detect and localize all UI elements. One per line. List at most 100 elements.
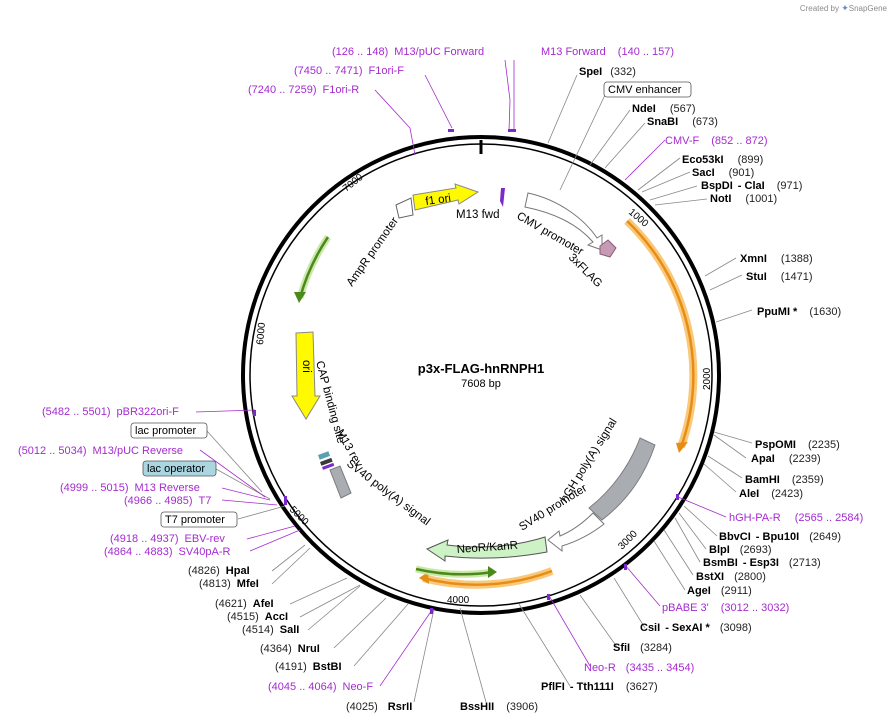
lac-promoter-box xyxy=(130,422,208,439)
m13-fwd-arrow xyxy=(500,188,505,207)
site-bstbi: (4191)BstBI xyxy=(275,661,342,673)
site-cmv-f: CMV-F(852 .. 872) xyxy=(665,135,768,147)
arrow-head-neo xyxy=(419,572,429,584)
site-sv40pa-r: (4864 .. 4883)SV40pA-R xyxy=(104,546,231,558)
site-hgh-pa-r: hGH-PA-R(2565 .. 2584) xyxy=(729,512,863,524)
site-snabi: SnaBI(673) xyxy=(647,116,718,128)
sv40-promoter-arrow xyxy=(547,512,605,553)
label-lac-operator: lac operator xyxy=(147,463,205,475)
site-acci: (4515)AccI xyxy=(227,611,288,623)
site-neo-r: Neo-R(3435 .. 3454) xyxy=(584,662,694,674)
label-neor-kanr: NeoR/KanR xyxy=(456,540,518,556)
label-m13-fwd: M13 fwd xyxy=(456,209,499,221)
site-rsrii: (4025)RsrII xyxy=(346,701,412,713)
label-3xflag: 3xFLAG xyxy=(566,252,604,290)
primer-mark-pbr322 xyxy=(253,410,256,416)
site-alei: AleI(2423) xyxy=(739,488,803,500)
site-m13-reverse: (4999 .. 5015)M13 Reverse xyxy=(60,482,200,494)
tick-7000: 7000 xyxy=(341,172,366,195)
feature-arc-orange xyxy=(626,220,695,448)
m13-rev-mark xyxy=(321,462,335,470)
primer-mark-m13 xyxy=(508,129,516,132)
site-eco53ki: Eco53kI(899) xyxy=(682,154,763,166)
label-t7-promoter: T7 promoter xyxy=(165,514,225,526)
primer-mark-neor xyxy=(547,594,550,600)
credit-brand: SnapGene xyxy=(848,4,887,13)
tick-3000: 3000 xyxy=(616,528,640,552)
site-stui: StuI(1471) xyxy=(746,271,813,283)
label-ori: ori xyxy=(300,360,312,373)
site-afei: (4621)AfeI xyxy=(215,598,274,610)
primer-mark-neof xyxy=(430,608,433,614)
site-bsshii: BssHII(3906) xyxy=(460,701,538,713)
lac-operator-mark xyxy=(318,451,331,460)
feature-arc-neo xyxy=(422,569,553,586)
f1-ori-arrow xyxy=(412,183,480,211)
cmv-enhancer-box xyxy=(603,81,692,98)
site-spei: SpeI(332) xyxy=(579,66,636,78)
credit-text: Created by xyxy=(799,4,839,13)
primer-mark-pbabe xyxy=(624,564,627,570)
site-bbvci-bpu10i: BbvCI- Bpu10I(2649) xyxy=(719,531,841,543)
site-hpai: (4826)HpaI xyxy=(188,565,250,577)
site-bsmbi-esp3i: BsmBI- Esp3I(2713) xyxy=(703,557,821,569)
feature-arc-green xyxy=(415,567,494,576)
site-ndei: NdeI(567) xyxy=(632,103,696,115)
label-lac-promoter: lac promoter xyxy=(135,425,196,437)
primer-mark-f1ori xyxy=(448,129,454,132)
site-blpi: BlpI(2693) xyxy=(709,544,772,556)
arrow-head-green xyxy=(488,566,497,578)
site-apai: ApaI(2239) xyxy=(751,453,821,465)
site-saci: SacI(901) xyxy=(692,167,754,179)
site-m13-forward: M13 Forward(140 .. 157) xyxy=(541,46,674,58)
site-mfei: (4813)MfeI xyxy=(199,578,259,590)
primer-mark-hgh xyxy=(676,494,679,500)
primer-mark-m13rev xyxy=(284,496,287,505)
site-bstxi: BstXI(2800) xyxy=(696,571,766,583)
tick-6000: 6000 xyxy=(255,322,268,346)
small-feature-box xyxy=(395,197,414,219)
ori-arrow xyxy=(291,331,321,420)
site-bamhi: BamHI(2359) xyxy=(745,474,824,486)
label-f1-ori: f1 ori xyxy=(425,193,452,208)
site-pflfi-tth111i: PflFI- Tth111I(3627) xyxy=(541,681,658,693)
site-neo-f: (4045 .. 4064)Neo-F xyxy=(268,681,373,693)
site-csii-sexai: CsiI- SexAI *(3098) xyxy=(640,622,752,634)
neor-kanr-arrow xyxy=(425,536,548,562)
backbone-outer xyxy=(241,135,721,615)
site-m13puc-forward: (126 .. 148)M13/pUC Forward xyxy=(332,46,484,58)
tick-2000: 2000 xyxy=(702,367,713,390)
cap-site-mark xyxy=(320,457,333,466)
plasmid-name: p3x-FLAG-hnRNPH1 xyxy=(418,361,544,376)
site-xmni: XmnI(1388) xyxy=(740,253,813,265)
site-bspdi-clai: BspDI- ClaI(971) xyxy=(701,180,802,192)
lac-operator-box xyxy=(142,460,217,477)
hgh-polya-bar xyxy=(588,437,656,521)
site-sfii: SfiI(3284) xyxy=(613,642,672,654)
label-ampr-promoter: AmpR promoter xyxy=(345,215,401,289)
snapgene-credit: Created by ✦SnapGene xyxy=(800,3,887,14)
site-pbabe3: pBABE 3'(3012 .. 3032) xyxy=(662,602,789,614)
site-pspomi: PspOMI(2235) xyxy=(755,439,840,451)
label-sv40-polya: SV40 poly(A) signal xyxy=(344,458,432,528)
feature-arc-orange-highlight xyxy=(624,218,698,449)
site-ppumi: PpuMI *(1630) xyxy=(757,306,841,318)
t7-promoter-box xyxy=(160,511,238,528)
site-f1ori-f: (7450 .. 7471)F1ori-F xyxy=(294,65,404,77)
site-t7: (4966 .. 4985)T7 xyxy=(124,495,211,507)
site-f1ori-r: (7240 .. 7259)F1ori-R xyxy=(248,84,359,96)
snapgene-logo-icon: ✦ xyxy=(841,3,849,13)
arrow-head-ampr xyxy=(294,292,306,303)
site-m13puc-reverse: (5012 .. 5034)M13/pUC Reverse xyxy=(18,445,183,457)
label-cmv-enhancer: CMV enhancer xyxy=(608,84,682,96)
feature-arc-ampr-highlight xyxy=(296,235,331,299)
plasmid-length: 7608 bp xyxy=(461,378,501,390)
arrow-head-orange xyxy=(676,442,688,453)
sv40-polya-bar xyxy=(329,465,352,499)
site-agei: AgeI(2911) xyxy=(687,585,752,597)
flag-arrow xyxy=(599,239,617,258)
site-pbr322ori-f: (5482 .. 5501)pBR322ori-F xyxy=(42,406,179,418)
site-nrui: (4364)NruI xyxy=(260,643,320,655)
tick-4000: 4000 xyxy=(447,595,470,606)
